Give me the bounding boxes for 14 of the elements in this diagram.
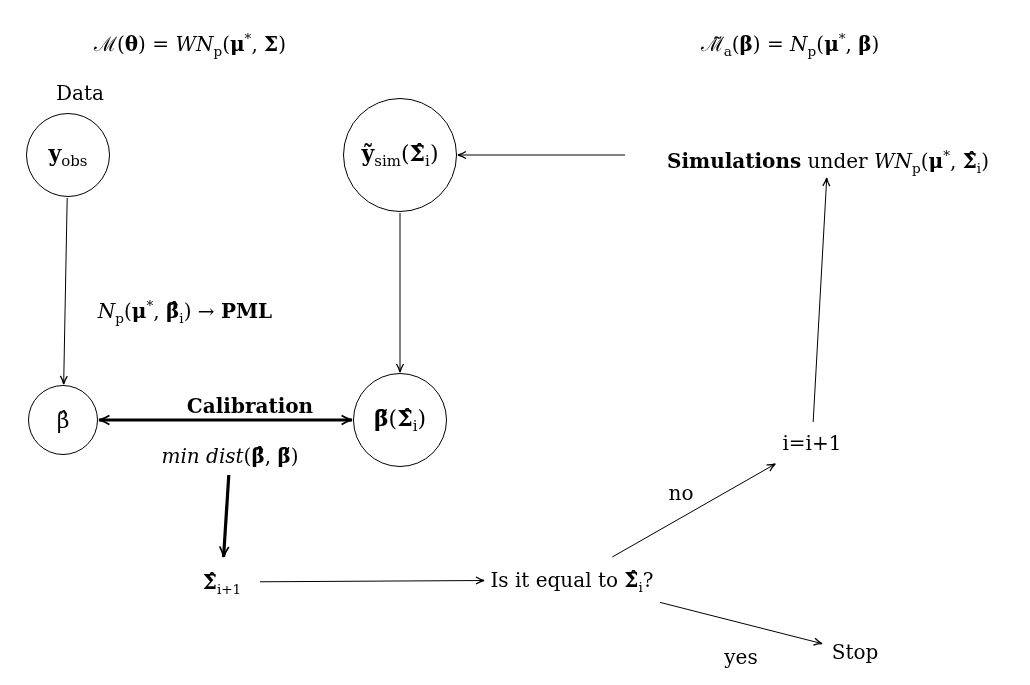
formula-label: ℳ̃$_{a}$(β) = N$_{p}$(μ$^{*}$, β) <box>700 31 880 59</box>
node-text: β̂ <box>56 406 70 435</box>
node-text: i=i+1 <box>774 425 850 461</box>
formula-label: N$_{p}$(μ$^{*}$, β̂$_{i}$) → PML <box>97 298 273 326</box>
node-text: min dist(β̂, β̃) <box>145 440 315 472</box>
node-text: ỹ$_{sim}$(Σ̂$_{i}$) <box>361 139 439 173</box>
node-text: Stop <box>825 635 885 669</box>
node-text: Σ̂$_{i+1}$ <box>187 560 257 604</box>
formula-label: ℳ(θ) = WN$_{p}$(μ$^{*}$, Σ) <box>93 31 287 59</box>
node-text: Simulations under WN$_{p}$(μ$^{*}$, Σ̂$_{i}$) <box>628 135 1028 175</box>
node-text: β̃(Σ̂$_{i}$) <box>373 404 427 438</box>
node-heading: Data <box>56 82 104 104</box>
node-text: y$_{obs}$ <box>48 139 88 173</box>
node-text: Is it equal to Σ̂$_{i}$? <box>487 560 657 600</box>
